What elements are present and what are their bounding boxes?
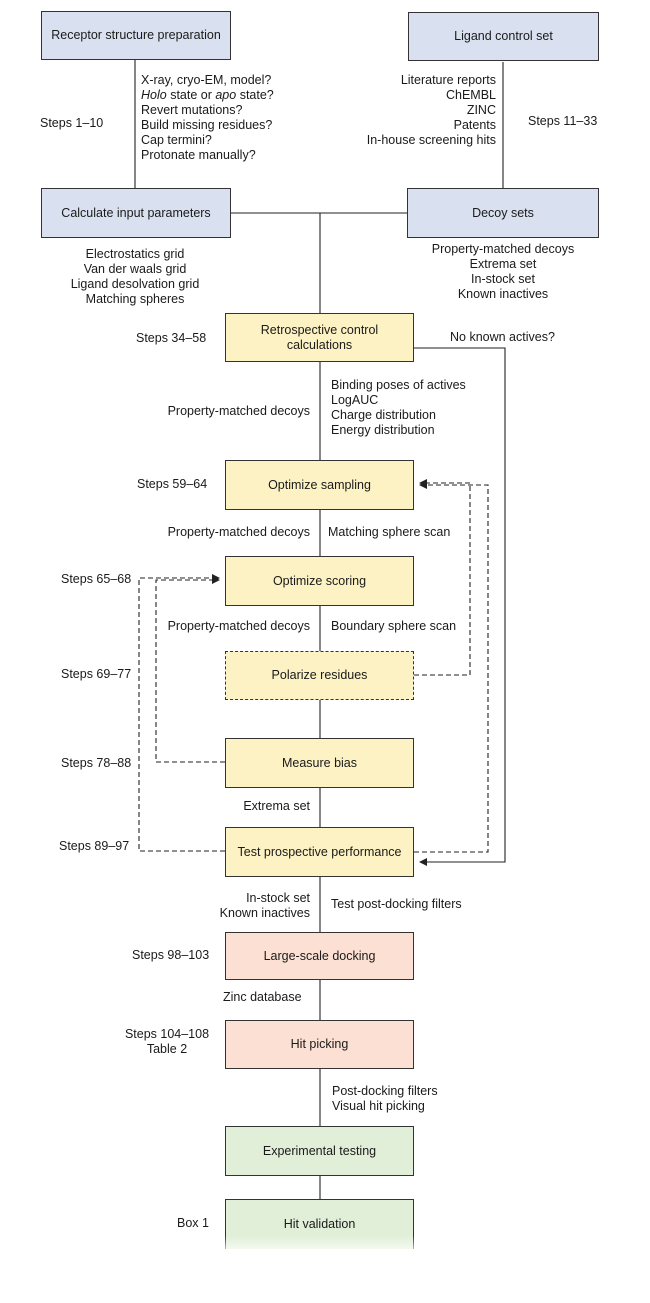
visual-hit-text: Visual hit picking — [332, 1099, 425, 1113]
receptor-q-6: Protonate manually? — [141, 148, 256, 162]
ligand-source-5: In-house screening hits — [366, 133, 496, 147]
decoy-output-2: Extrema set — [469, 257, 537, 271]
instock-inactives-label: In-stock set Known inactives — [200, 891, 310, 921]
calc-params-box[interactable]: Calculate input parameters — [41, 188, 231, 238]
param-output-3: Ligand desolvation grid — [70, 277, 200, 291]
param-output-4: Matching spheres — [85, 292, 185, 306]
boundary-sphere-scan-label: Boundary sphere scan — [331, 619, 457, 633]
steps-59-64: Steps 59–64 — [137, 477, 208, 491]
instock-text: In-stock set — [246, 891, 310, 905]
ligand-source-1: Literature reports — [400, 73, 496, 87]
retro-metric-1: Binding poses of actives — [331, 378, 466, 392]
steps-98-103: Steps 98–103 — [132, 948, 210, 962]
test-prospective-box[interactable]: Test prospective performance — [225, 827, 414, 877]
steps-1-10: Steps 1–10 — [40, 116, 104, 130]
hit-picking-box[interactable]: Hit picking — [225, 1020, 414, 1069]
post-visual-label: Post-docking filters Visual hit picking — [332, 1084, 438, 1114]
decoy-outputs: Property-matched decoys Extrema set In-s… — [418, 242, 588, 302]
steps-11-33: Steps 11–33 — [528, 114, 598, 128]
retro-metric-3: Charge distribution — [331, 408, 436, 422]
retro-control-label: Retrospective control calculations — [260, 322, 379, 352]
no-known-actives-label: No known actives? — [450, 330, 555, 344]
steps-89-97: Steps 89–97 — [59, 839, 130, 853]
bottom-fade — [222, 1236, 422, 1256]
receptor-q-5: Cap termini? — [141, 133, 212, 147]
steps-69-77: Steps 69–77 — [61, 667, 132, 681]
receptor-q-1: X-ray, cryo-EM, model? — [141, 73, 272, 87]
ligand-source-3: ZINC — [466, 103, 496, 117]
retro-metrics: Binding poses of actives LogAUC Charge d… — [331, 378, 466, 438]
dashed-bias-to-scoring — [155, 576, 225, 763]
polarize-box[interactable]: Polarize residues — [225, 651, 414, 700]
retro-metric-2: LogAUC — [331, 393, 379, 407]
decoy-output-1: Property-matched decoys — [431, 242, 575, 256]
receptor-q-2: Holo state or apo state? — [141, 88, 274, 102]
receptor-q-3: Revert mutations? — [141, 103, 243, 117]
steps-78-88: Steps 78–88 — [61, 756, 132, 770]
receptor-questions: X-ray, cryo-EM, model? Holo state or apo… — [141, 73, 274, 163]
retro-metric-4: Energy distribution — [331, 423, 435, 437]
large-scale-box[interactable]: Large-scale docking — [225, 932, 414, 980]
opt-scoring-box[interactable]: Optimize scoring — [225, 556, 414, 606]
opt-sampling-label: Optimize sampling — [268, 477, 371, 492]
steps-34-58: Steps 34–58 — [136, 331, 207, 345]
matching-sphere-scan-label: Matching sphere scan — [328, 525, 451, 539]
ligand-source-2: ChEMBL — [445, 88, 496, 102]
decoy-output-3: In-stock set — [471, 272, 535, 286]
polarize-label: Polarize residues — [271, 668, 368, 682]
receptor-prep-label: Receptor structure preparation — [51, 28, 221, 42]
ligand-sources: Literature reports ChEMBL ZINC Patents I… — [340, 73, 496, 148]
retro-control-box[interactable]: Retrospective control calculations — [225, 313, 414, 362]
dashed-polarize-to-sampling — [414, 479, 471, 676]
opt-sampling-box[interactable]: Optimize sampling — [225, 460, 414, 510]
hit-picking-label: Hit picking — [290, 1037, 349, 1051]
zinc-database-label: Zinc database — [223, 990, 302, 1004]
hit-validation-label: Hit validation — [283, 1217, 356, 1231]
dashed-test-to-sampling — [414, 481, 489, 853]
steps-65-68: Steps 65–68 — [61, 572, 132, 586]
ligand-source-4: Patents — [453, 118, 496, 132]
pm-decoys-label-2: Property-matched decoys — [167, 525, 310, 539]
param-outputs: Electrostatics grid Van der waals grid L… — [55, 247, 215, 307]
line-no-known-actives — [414, 347, 506, 866]
steps-104-108-text: Steps 104–108 — [124, 1027, 210, 1041]
receptor-q-4: Build missing residues? — [141, 118, 273, 132]
calc-params-label: Calculate input parameters — [61, 205, 211, 220]
post-docking-text: Post-docking filters — [332, 1084, 438, 1098]
receptor-prep-box[interactable]: Receptor structure preparation — [41, 11, 231, 60]
pm-decoys-label-3: Property-matched decoys — [167, 619, 310, 633]
dashed-test-to-scoring — [138, 574, 225, 852]
pm-decoys-label-1: Property-matched decoys — [167, 404, 310, 418]
decoy-sets-label: Decoy sets — [472, 205, 534, 220]
table-2-text: Table 2 — [146, 1042, 188, 1056]
measure-bias-box[interactable]: Measure bias — [225, 738, 414, 788]
ligand-control-label: Ligand control set — [454, 29, 553, 43]
extrema-set-label: Extrema set — [243, 799, 310, 813]
measure-bias-label: Measure bias — [281, 755, 358, 770]
box-1-label: Box 1 — [177, 1216, 209, 1230]
test-prospective-label: Test prospective performance — [237, 844, 402, 859]
param-output-2: Van der waals grid — [83, 262, 187, 276]
exp-testing-box[interactable]: Experimental testing — [225, 1126, 414, 1176]
steps-104-108: Steps 104–108 Table 2 — [121, 1027, 213, 1057]
decoy-sets-box[interactable]: Decoy sets — [407, 188, 599, 238]
exp-testing-label: Experimental testing — [262, 1143, 377, 1158]
opt-scoring-label: Optimize scoring — [272, 573, 367, 588]
large-scale-label: Large-scale docking — [263, 948, 376, 963]
decoy-output-4: Known inactives — [457, 287, 549, 301]
param-output-1: Electrostatics grid — [85, 247, 185, 261]
post-docking-filters-label: Test post-docking filters — [331, 897, 462, 911]
inactives-text: Known inactives — [219, 906, 310, 920]
ligand-control-box[interactable]: Ligand control set — [408, 12, 599, 61]
